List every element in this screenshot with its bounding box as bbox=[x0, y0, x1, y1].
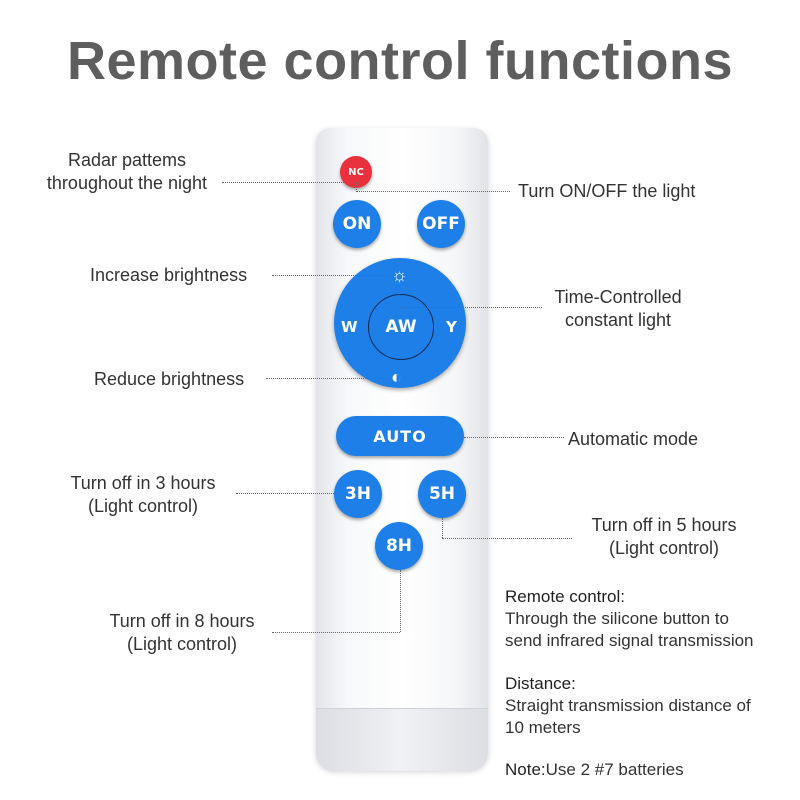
w-button[interactable]: W bbox=[341, 318, 358, 336]
y-button[interactable]: Y bbox=[446, 318, 457, 336]
info-note: Note:Use 2 #7 batteries bbox=[505, 759, 684, 781]
leader-8h bbox=[272, 632, 400, 633]
label-off-3h-line2: (Light control) bbox=[87, 496, 199, 516]
label-automatic-mode: Automatic mode bbox=[568, 429, 699, 449]
info-remote-line2: send infrared signal transmission bbox=[505, 631, 754, 650]
info-distance-line2: 10 meters bbox=[505, 718, 581, 737]
label-off-8h-line2: (Light control) bbox=[126, 634, 238, 654]
label-off-5h-line2: (Light control) bbox=[608, 538, 720, 558]
info-remote-heading: Remote control: bbox=[505, 587, 625, 606]
leader-time bbox=[402, 307, 542, 308]
label-off-8h: Turn off in 8 hours (Light control) bbox=[90, 610, 274, 656]
leader-on-off bbox=[356, 191, 510, 192]
label-off-5h-line1: Turn off in 5 hours bbox=[591, 515, 737, 535]
info-distance: Distance: Straight transmission distance… bbox=[505, 673, 751, 739]
label-radar-line2: throughout the night bbox=[46, 173, 208, 193]
half-sun-icon[interactable]: ◐ bbox=[391, 367, 402, 387]
leader-reduce bbox=[266, 378, 390, 379]
on-button[interactable]: ON bbox=[333, 200, 381, 248]
info-distance-heading: Distance: bbox=[505, 674, 576, 693]
nc-button[interactable]: NC bbox=[340, 156, 372, 188]
leader-increase bbox=[272, 275, 390, 276]
3h-button[interactable]: 3H bbox=[334, 470, 382, 518]
label-time-controlled: Time-Controlled constant light bbox=[532, 286, 704, 332]
label-radar: Radar pattems throughout the night bbox=[22, 149, 232, 195]
remote-battery-cover bbox=[316, 708, 488, 771]
label-off-5h: Turn off in 5 hours (Light control) bbox=[572, 514, 756, 560]
info-note-text: Use 2 #7 batteries bbox=[545, 760, 684, 779]
leader-radar bbox=[222, 182, 344, 183]
info-remote-line1: Through the silicone button to bbox=[505, 609, 729, 628]
off-button[interactable]: OFF bbox=[417, 200, 465, 248]
auto-button[interactable]: AUTO bbox=[336, 416, 464, 456]
label-reduce-brightness: Reduce brightness bbox=[94, 369, 245, 389]
info-remote-control: Remote control: Through the silicone but… bbox=[505, 586, 754, 652]
label-turn-on-off: Turn ON/OFF the light bbox=[518, 181, 696, 201]
label-radar-line1: Radar pattems bbox=[67, 150, 187, 170]
label-off-3h-line1: Turn off in 3 hours bbox=[70, 473, 216, 493]
leader-5h-drop bbox=[442, 518, 443, 538]
leader-3h bbox=[236, 493, 336, 494]
info-distance-line1: Straight transmission distance of bbox=[505, 696, 751, 715]
sun-icon[interactable]: ☼ bbox=[391, 265, 408, 285]
label-increase-brightness: Increase brightness bbox=[90, 265, 248, 285]
label-time-line2: constant light bbox=[564, 310, 672, 330]
info-note-heading: Note: bbox=[505, 760, 546, 779]
label-off-3h: Turn off in 3 hours (Light control) bbox=[52, 472, 234, 518]
label-off-8h-line1: Turn off in 8 hours bbox=[109, 611, 255, 631]
8h-button[interactable]: 8H bbox=[375, 522, 423, 570]
leader-5h bbox=[442, 538, 572, 539]
leader-8h-drop bbox=[400, 570, 401, 632]
page-title: Remote control functions bbox=[66, 31, 733, 91]
leader-auto bbox=[464, 437, 564, 438]
label-time-line1: Time-Controlled bbox=[554, 287, 682, 307]
5h-button[interactable]: 5H bbox=[418, 470, 466, 518]
aw-button[interactable]: AW bbox=[368, 294, 434, 360]
leader-radar-drop bbox=[356, 182, 357, 192]
